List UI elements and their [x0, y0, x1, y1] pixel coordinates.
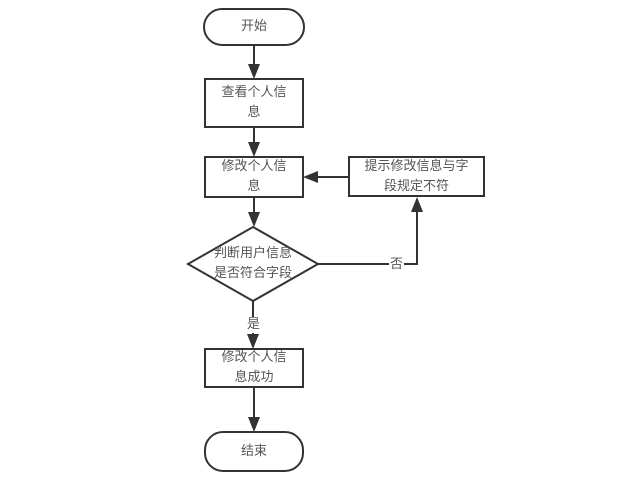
edge-success-to-end [248, 387, 260, 432]
node-start-label: 开始 [240, 19, 267, 34]
arrowhead-icon [248, 417, 260, 432]
edge-edit-info-to-check [248, 197, 260, 227]
node-view-info-label: 查看个人信息 [221, 85, 287, 120]
node-end-label: 结束 [240, 443, 267, 459]
edge-check-to-prompt [318, 197, 423, 265]
arrowhead-icon [303, 171, 318, 183]
edge-label-yes: 是 [246, 317, 262, 333]
edge-view-info-to-edit-info [248, 127, 260, 157]
node-check-label: 判断用户信息是否符合字段 [213, 246, 292, 281]
edge-start-to-view-info [248, 45, 260, 79]
node-edit-info-label: 修改个人信息 [221, 159, 287, 194]
arrowhead-icon [248, 64, 260, 79]
edge-label-no: 否 [389, 257, 405, 273]
node-view-info [204, 78, 304, 128]
arrowhead-icon [247, 334, 259, 349]
arrowhead-icon [248, 142, 260, 157]
edge-prompt-to-edit-info [303, 171, 349, 183]
node-prompt-label: 提示修改信息与字段规定不符 [364, 158, 469, 194]
node-success-label: 修改个人信息成功 [221, 350, 287, 385]
arrowhead-icon [411, 197, 423, 212]
arrowhead-icon [248, 212, 260, 227]
